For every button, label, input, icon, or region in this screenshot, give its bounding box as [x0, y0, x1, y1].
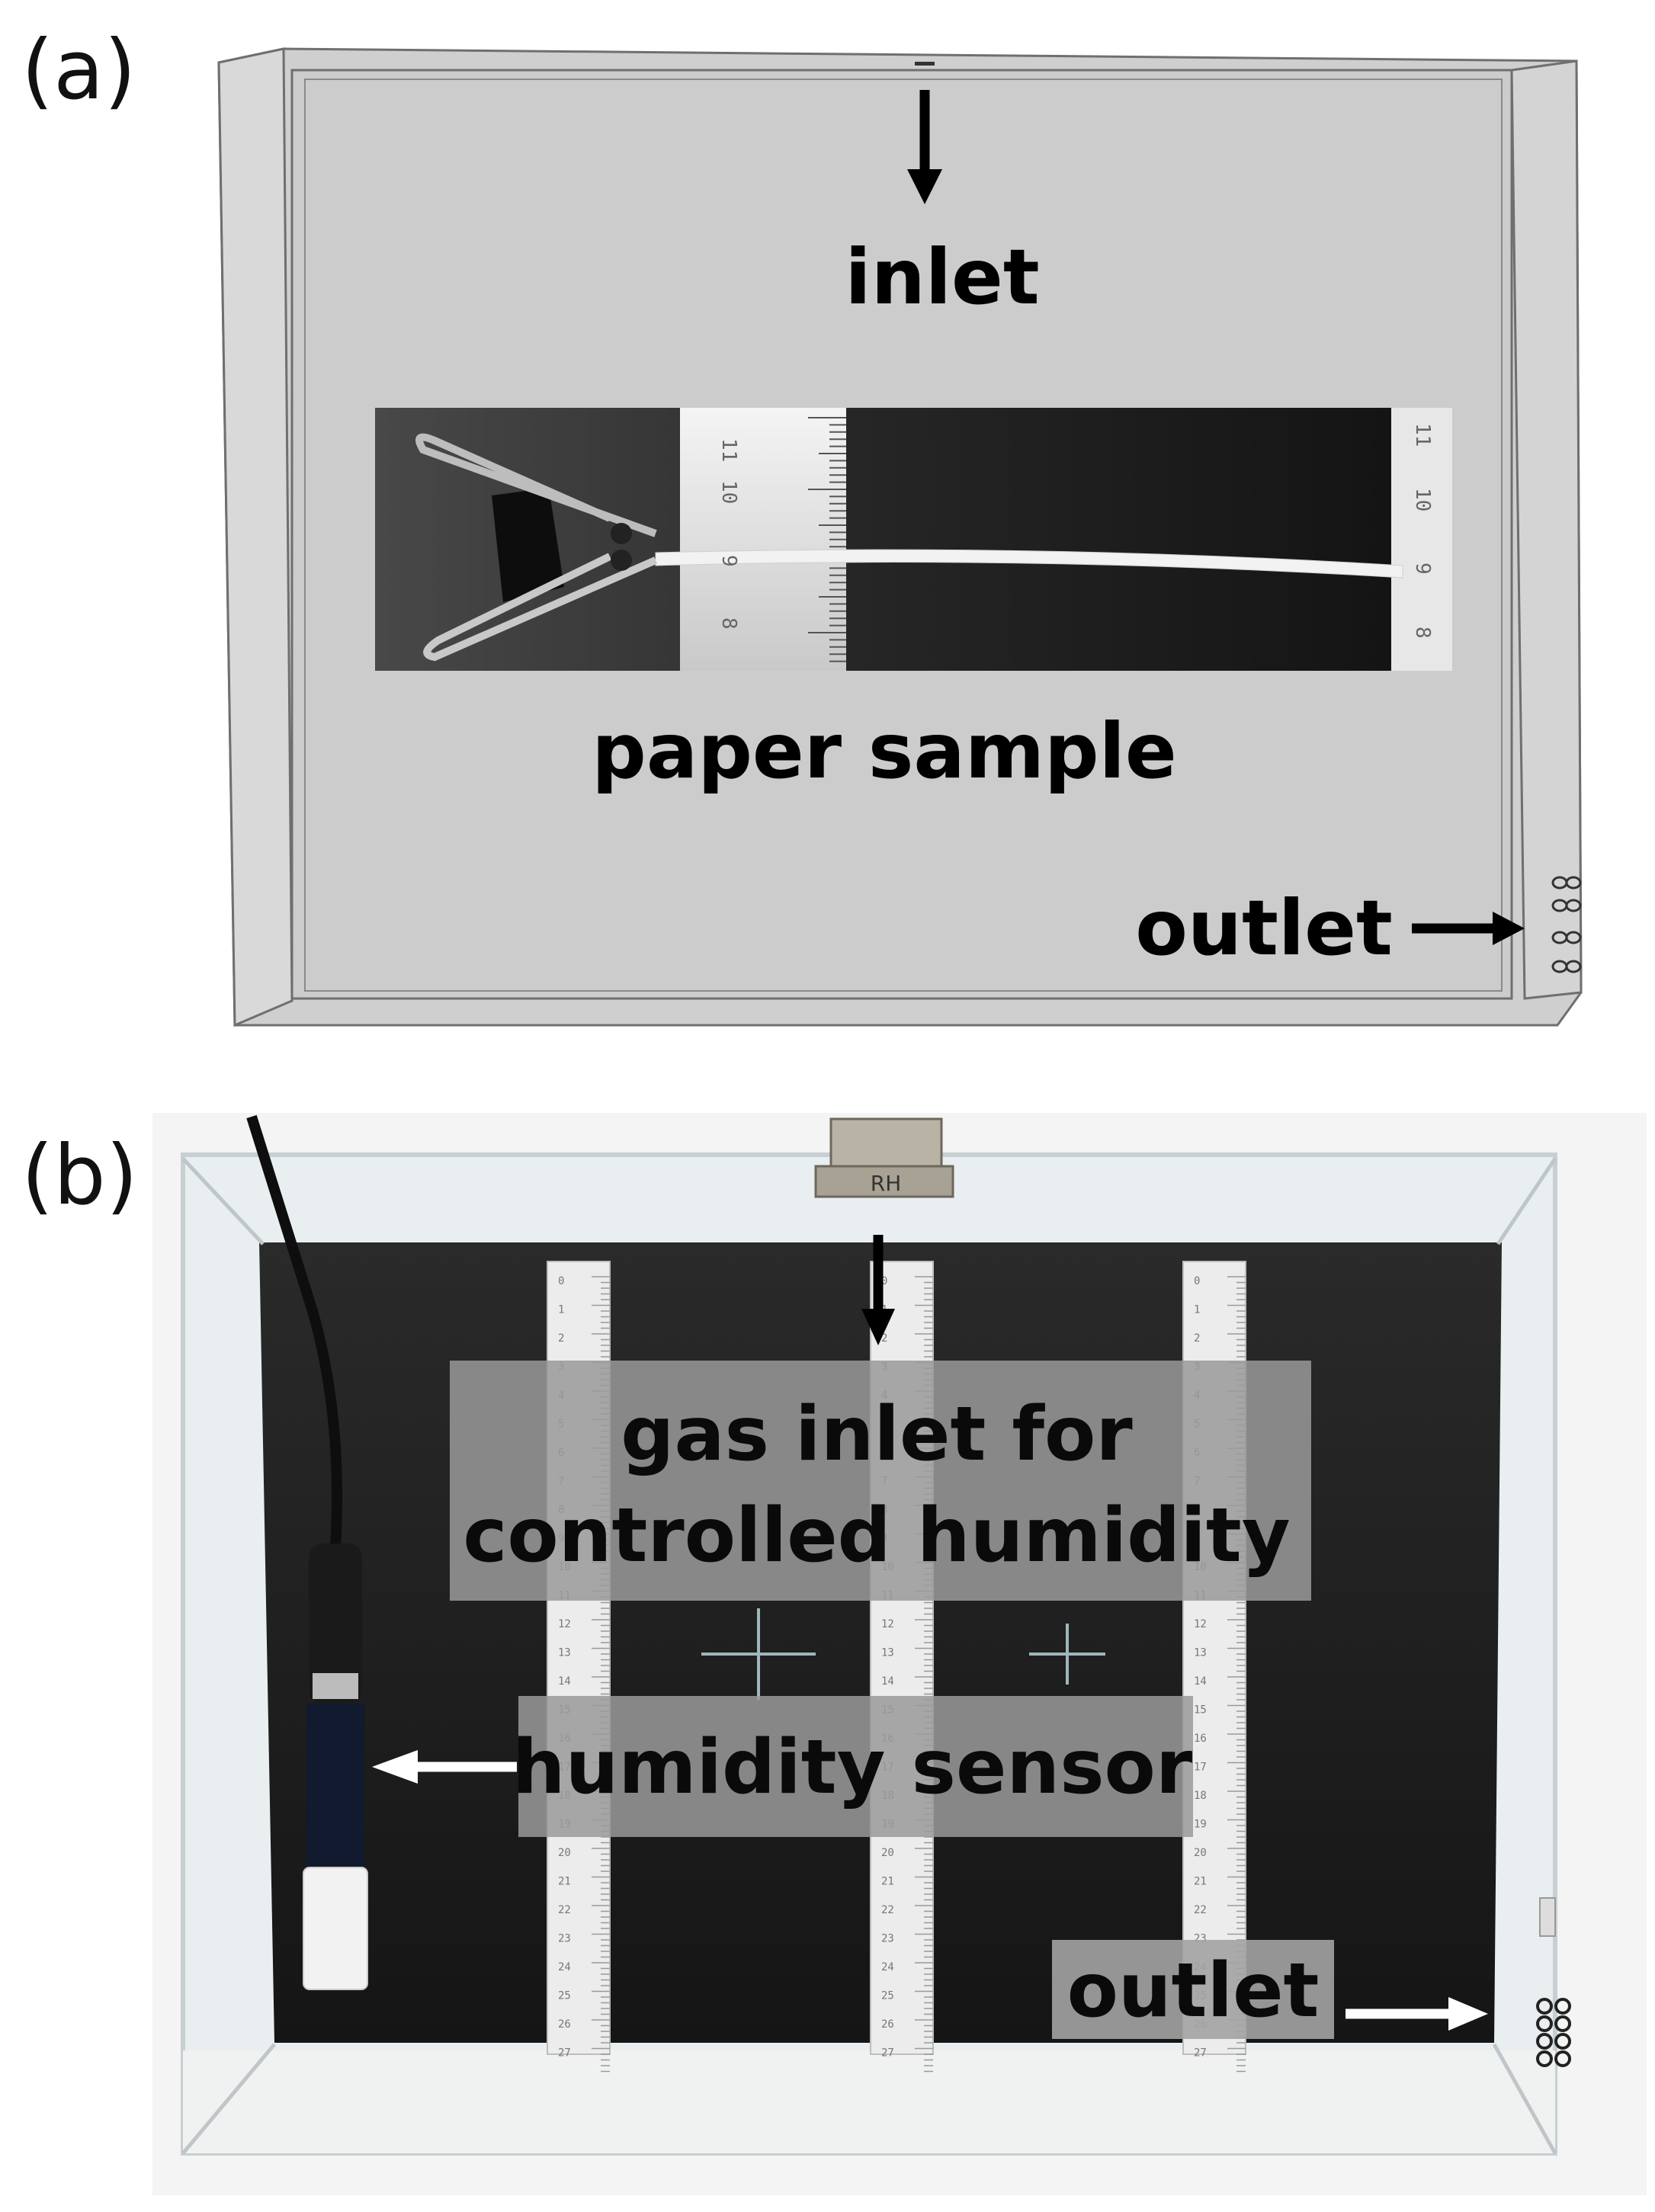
gas-inlet-label-line2: controlled humidity — [463, 1492, 1290, 1579]
ruler-number: 15 — [1194, 1704, 1207, 1717]
ruler-number: 24 — [558, 1961, 571, 1973]
outlet-label-box-b — [1052, 1940, 1334, 2039]
ruler-number: 0 — [881, 1275, 887, 1287]
ruler-number: 22 — [881, 1904, 894, 1916]
paper-sample-photo — [375, 408, 1452, 671]
ruler-number: 22 — [558, 1904, 571, 1916]
outlet-holes-b — [1536, 1998, 1571, 2067]
binder-clip-body — [492, 488, 564, 602]
paper-strip — [655, 549, 1403, 579]
ruler-left — [680, 408, 846, 671]
ruler-number: 23 — [881, 1933, 894, 1945]
panel-b-photo: 0123456789101112131415161718192021222324… — [152, 1113, 1647, 2195]
panel-a-letter: (a) — [21, 23, 136, 118]
outlet-label-a: outlet — [1135, 883, 1393, 973]
inlet-port — [915, 62, 935, 66]
ruler-number: 13 — [881, 1647, 894, 1659]
chamber-right-wall — [1510, 59, 1583, 1000]
ruler-number: 1 — [558, 1304, 564, 1316]
ruler-number: 0 — [558, 1275, 564, 1287]
ruler-left-num-8: 8 — [717, 617, 740, 630]
ruler-number: 27 — [881, 2047, 894, 2060]
outlet-arrow-b — [1448, 1997, 1488, 2031]
ruler-number: 12 — [881, 1618, 894, 1630]
ruler-number: 14 — [558, 1675, 571, 1688]
ruler-number: 2 — [881, 1332, 887, 1345]
ruler-number: 21 — [558, 1876, 571, 1888]
ruler-left-num-10: 10 — [717, 480, 740, 504]
chamber-left-wall — [217, 47, 293, 1027]
ruler-number: 20 — [881, 1847, 894, 1859]
ruler-number: 17 — [1194, 1762, 1207, 1774]
ruler-right — [1391, 408, 1452, 671]
panel-a-diagram: inlet 11 10 9 8 11 10 9 8 paper sample o… — [217, 47, 1583, 1027]
ruler-left-num-11: 11 — [717, 438, 740, 462]
sensor-cable — [246, 1114, 342, 1548]
ruler-number: 21 — [881, 1876, 894, 1888]
ruler-right-num-8: 8 — [1411, 627, 1434, 639]
ruler-number: 16 — [1194, 1733, 1207, 1745]
inlet-arrow — [907, 169, 942, 204]
ruler-number: 24 — [881, 1961, 894, 1973]
panel-b-letter: (b) — [21, 1128, 138, 1223]
ruler-number: 18 — [1194, 1790, 1207, 1802]
ruler-number: 12 — [1194, 1618, 1207, 1630]
ruler-number: 21 — [1194, 1876, 1207, 1888]
humidity-sensor-label: humidity sensor — [512, 1724, 1193, 1811]
ruler-right-num-11: 11 — [1411, 423, 1434, 447]
ruler-right-num-10: 10 — [1411, 488, 1434, 511]
inlet-arrow-b — [861, 1309, 895, 1345]
gas-inlet-label-line1: gas inlet for — [621, 1391, 1133, 1478]
ruler-number: 26 — [881, 2018, 894, 2031]
ruler-number: 26 — [558, 2018, 571, 2031]
paper-sample-label: paper sample — [592, 707, 1176, 796]
humidity-sensor-arrow — [372, 1750, 418, 1784]
binder-clip-handle-top — [415, 433, 657, 537]
binder-clip-handle-bottom — [423, 553, 658, 662]
ruler-number: 22 — [1194, 1904, 1207, 1916]
ruler-number: 14 — [1194, 1675, 1207, 1688]
ruler-number: 2 — [1194, 1332, 1200, 1345]
ruler-left-num-9: 9 — [717, 555, 740, 567]
connector-tag: RH — [871, 1171, 902, 1196]
humidity-sensor-body — [309, 1544, 362, 1704]
ruler-number: 19 — [1194, 1819, 1207, 1831]
ruler-number: 12 — [558, 1618, 571, 1630]
ruler-number: 27 — [558, 2047, 571, 2060]
ruler-number: 27 — [1194, 2047, 1207, 2060]
inlet-label: inlet — [845, 232, 1039, 322]
ruler-number: 13 — [1194, 1647, 1207, 1659]
outlet-arrow-a — [1493, 912, 1525, 945]
ruler-number: 13 — [558, 1647, 571, 1659]
ruler-number: 23 — [558, 1933, 571, 1945]
gas-inlet-label-box — [450, 1361, 1311, 1601]
ruler-number: 25 — [881, 1990, 894, 2002]
humidity-sensor-tip — [303, 1867, 368, 1990]
ruler-number: 14 — [881, 1675, 894, 1688]
outlet-holes-a — [1551, 876, 1582, 973]
ruler-number: 0 — [1194, 1275, 1200, 1287]
humidity-sensor-label-box — [518, 1696, 1193, 1837]
ruler-number: 2 — [558, 1332, 564, 1345]
ruler-number: 20 — [1194, 1847, 1207, 1859]
ruler-number: 25 — [558, 1990, 571, 2002]
ruler-right-num-9: 9 — [1411, 563, 1434, 575]
outlet-label-b: outlet — [1067, 1948, 1320, 2034]
ruler-number: 20 — [558, 1847, 571, 1859]
ruler-number: 1 — [1194, 1304, 1200, 1316]
